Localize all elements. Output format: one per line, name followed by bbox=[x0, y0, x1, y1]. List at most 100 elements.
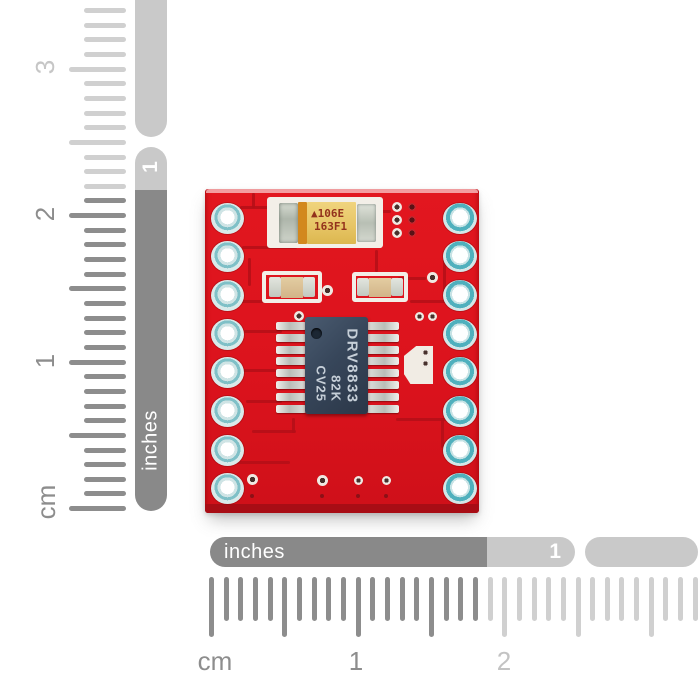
pcb-trace bbox=[375, 250, 378, 272]
ic-lead bbox=[276, 392, 306, 401]
via bbox=[420, 347, 430, 357]
via bbox=[294, 311, 304, 321]
ruler-tick bbox=[84, 81, 126, 87]
through-hole bbox=[211, 357, 244, 389]
ruler-tick bbox=[516, 577, 522, 621]
ruler-tick bbox=[69, 139, 126, 145]
hruler-inch-bar: inches 1 bbox=[210, 537, 575, 567]
through-hole bbox=[443, 202, 477, 234]
ic-marking-line2: 82K bbox=[328, 374, 343, 402]
pcb-trace bbox=[292, 418, 295, 433]
capacitor-marking-line2: 163F1 bbox=[314, 220, 348, 233]
vruler-inch-label: inches bbox=[139, 410, 162, 471]
ruler-tick bbox=[678, 577, 684, 621]
capacitor-right-terminal bbox=[357, 204, 376, 242]
pcb-trace bbox=[240, 300, 265, 303]
hruler-inch-mark: 1 bbox=[549, 540, 561, 563]
ruler-tick bbox=[84, 388, 126, 394]
ruler-tick bbox=[560, 577, 566, 621]
ruler-tick bbox=[634, 577, 640, 621]
ic-lead bbox=[367, 404, 399, 413]
ruler-tick bbox=[84, 242, 126, 248]
smd-terminal bbox=[269, 277, 281, 297]
capacitor-body: ▲106E 163F1 bbox=[307, 202, 356, 244]
smd-body bbox=[369, 277, 391, 297]
via bbox=[420, 358, 430, 368]
ruler-tick bbox=[663, 577, 669, 621]
via bbox=[381, 475, 391, 485]
board-bottom-edge bbox=[205, 504, 479, 513]
ic-lead bbox=[367, 392, 399, 401]
ruler-tick bbox=[428, 577, 434, 637]
via bbox=[250, 494, 254, 498]
via bbox=[356, 494, 360, 498]
ic-chip-drv8833: DRV8833 82K CV25 bbox=[305, 317, 368, 414]
ruler-tick bbox=[252, 577, 258, 621]
ruler-tick bbox=[84, 95, 126, 101]
through-hole bbox=[211, 434, 244, 466]
ruler-tick bbox=[84, 169, 126, 175]
ruler-tick bbox=[84, 271, 126, 277]
ruler-tick bbox=[238, 577, 244, 621]
through-hole bbox=[443, 318, 477, 350]
vruler-inch-bar: 1 inches bbox=[135, 147, 167, 511]
ruler-tick bbox=[223, 577, 229, 621]
vruler-number-3: 3 bbox=[29, 59, 60, 75]
via bbox=[408, 203, 416, 211]
via bbox=[414, 311, 424, 321]
ruler-tick bbox=[84, 403, 126, 409]
ruler-tick bbox=[209, 577, 214, 637]
pcb-trace bbox=[441, 418, 444, 448]
ic-lead bbox=[276, 345, 306, 354]
via bbox=[392, 228, 402, 238]
smd-resistor-left bbox=[262, 271, 322, 303]
ruler-tick bbox=[355, 577, 361, 637]
ruler-tick bbox=[84, 374, 126, 380]
ruler-tick bbox=[84, 22, 126, 28]
through-hole bbox=[211, 202, 244, 234]
ruler-tick bbox=[84, 344, 126, 350]
ruler-tick bbox=[84, 447, 126, 453]
via bbox=[320, 494, 324, 498]
hruler-inch-label: inches bbox=[224, 540, 285, 563]
pcb-trace bbox=[240, 206, 270, 209]
vruler-number-1: 1 bbox=[29, 353, 60, 369]
pcb-trace bbox=[246, 400, 282, 403]
ic-lead bbox=[276, 369, 306, 378]
ruler-tick bbox=[414, 577, 420, 621]
pcb-trace bbox=[240, 369, 280, 372]
via bbox=[408, 229, 416, 237]
pcb-trace bbox=[410, 300, 446, 303]
pcb-trace bbox=[252, 430, 296, 433]
through-hole bbox=[211, 396, 244, 427]
ruler-tick bbox=[84, 110, 126, 116]
ruler-tick bbox=[84, 476, 126, 482]
capacitor-left-terminal bbox=[279, 203, 298, 243]
ruler-tick bbox=[267, 577, 273, 621]
pcb-trace bbox=[398, 277, 426, 280]
through-hole bbox=[211, 318, 244, 350]
via bbox=[427, 311, 437, 321]
ic-lead bbox=[276, 404, 306, 413]
ruler-tick bbox=[69, 432, 126, 438]
ruler-tick bbox=[84, 330, 126, 336]
ruler-tick bbox=[84, 315, 126, 321]
ic-lead bbox=[276, 357, 306, 366]
ruler-tick bbox=[692, 577, 698, 621]
ic-lead bbox=[367, 357, 399, 366]
ruler-tick bbox=[84, 301, 126, 306]
capacitor-marking-line1: ▲106E bbox=[311, 207, 345, 220]
via bbox=[246, 473, 258, 485]
via bbox=[426, 271, 438, 283]
hruler-number-1: 1 bbox=[348, 646, 364, 676]
ruler-tick bbox=[84, 183, 126, 189]
capacitor-polarity-stripe bbox=[298, 202, 307, 244]
pcb-trace bbox=[377, 210, 391, 213]
ruler-tick bbox=[84, 418, 126, 424]
ruler-tick bbox=[340, 577, 346, 621]
ruler-tick bbox=[619, 577, 625, 621]
through-hole bbox=[443, 279, 477, 311]
via bbox=[408, 216, 416, 224]
vruler-inch-bar-upper bbox=[135, 0, 167, 137]
through-hole bbox=[443, 357, 477, 389]
